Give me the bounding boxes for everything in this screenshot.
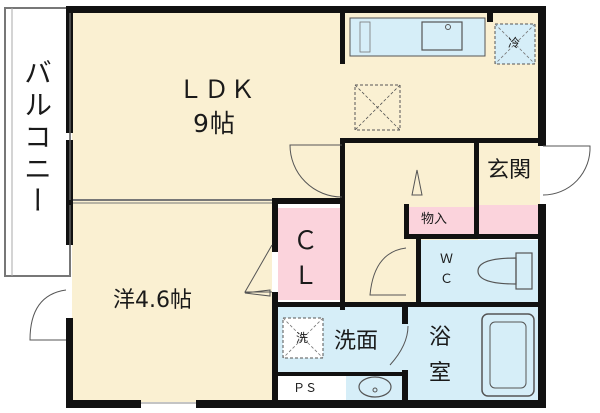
western-room-floor [72, 202, 272, 402]
fridge-label: 冷 [508, 36, 521, 50]
genkan-step [478, 205, 540, 237]
closet-label-bottom: Ｌ [293, 261, 320, 290]
genkan-floor [478, 140, 540, 205]
storage-floor [406, 207, 478, 237]
wc-label-bottom: Ｃ [440, 272, 454, 287]
wc-label-top: Ｗ [440, 252, 454, 267]
storage-label: 物入 [421, 212, 448, 227]
ps-area [278, 375, 346, 402]
balcony-label: バルコニー [20, 58, 53, 218]
wc-floor [420, 240, 538, 302]
closet-label-top: Ｃ [293, 226, 320, 255]
closet-floor [278, 208, 340, 300]
wash-basin [358, 376, 392, 398]
washer-label: 洗 [296, 331, 309, 345]
bath-label-top: 浴 [429, 325, 452, 350]
ldk-size-label: 9帖 [193, 109, 236, 138]
ldk-name-label: ＬＤＫ [178, 75, 257, 104]
range-hood [354, 84, 401, 131]
balcony-area [4, 7, 71, 277]
toilet [477, 252, 533, 290]
washroom-label: 洗面 [334, 329, 379, 354]
bath-label-bottom: 室 [429, 361, 452, 386]
western-room-label: 洋4.6帖 [113, 288, 192, 313]
ldk-floor [72, 12, 344, 202]
ps-label: ＰＳ [293, 381, 318, 395]
genkan-label: 玄関 [487, 158, 532, 183]
bathtub [481, 313, 535, 397]
